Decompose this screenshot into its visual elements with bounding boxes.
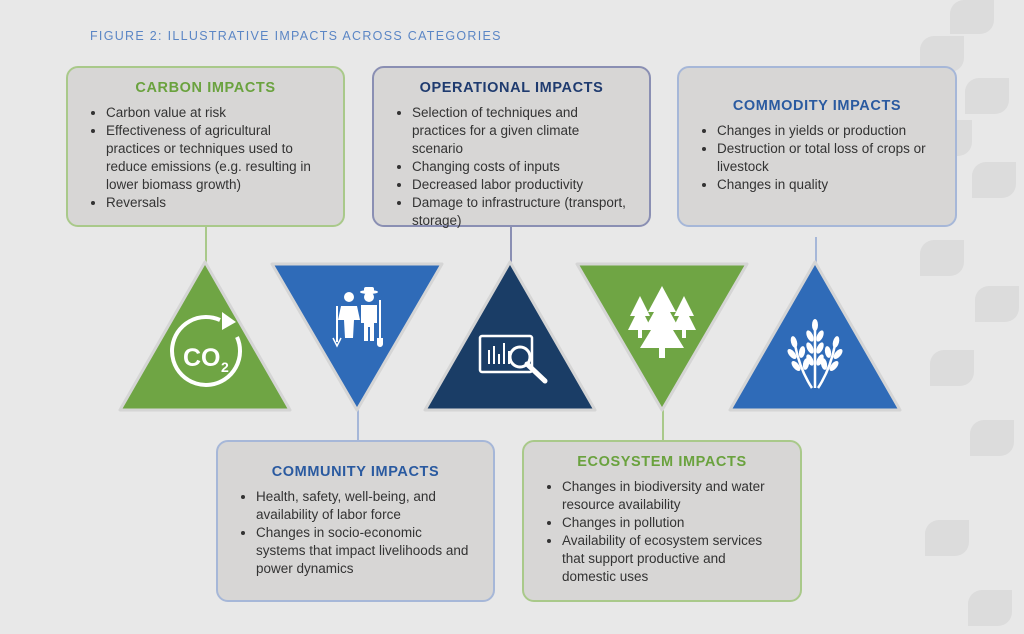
connector-community	[357, 410, 359, 442]
ecosystem-impacts-box: ECOSYSTEM IMPACTS Changes in biodiversit…	[522, 440, 802, 602]
commodity-impacts-title: COMMODITY IMPACTS	[732, 98, 902, 114]
figure-title: FIGURE 2: ILLUSTRATIVE IMPACTS ACROSS CA…	[90, 29, 502, 43]
list-item: Destruction or total loss of crops or li…	[717, 140, 937, 176]
connector-commodity	[815, 237, 817, 267]
wheat-icon	[787, 319, 843, 389]
farmers-icon	[332, 287, 383, 348]
community-impacts-title: COMMUNITY IMPACTS	[271, 464, 440, 480]
monitor-magnifier-icon	[478, 334, 548, 384]
carbon-triangle: CO 2	[118, 260, 292, 412]
list-item: Effectiveness of agricultural practices …	[106, 122, 325, 194]
ecosystem-impacts-title: ECOSYSTEM IMPACTS	[577, 454, 747, 470]
community-impacts-box: COMMUNITY IMPACTS Health, safety, well-b…	[216, 440, 495, 602]
operational-triangle	[423, 260, 597, 412]
list-item: Changes in yields or production	[717, 122, 937, 140]
operational-impacts-title: OPERATIONAL IMPACTS	[419, 80, 604, 96]
carbon-impacts-list: Carbon value at risk Effectiveness of ag…	[86, 104, 325, 212]
commodity-impacts-box: COMMODITY IMPACTS Changes in yields or p…	[677, 66, 957, 227]
carbon-impacts-title: CARBON IMPACTS	[135, 80, 276, 96]
connector-ecosystem	[662, 410, 664, 442]
co2-icon: CO 2	[170, 312, 243, 387]
operational-impacts-list: Selection of techniques and practices fo…	[392, 104, 631, 230]
list-item: Health, safety, well-being, and availabi…	[256, 488, 475, 524]
list-item: Availability of ecosystem services that …	[562, 532, 782, 586]
list-item: Changes in pollution	[562, 514, 782, 532]
list-item: Changes in socio-economic systems that i…	[256, 524, 475, 578]
co2-text: CO	[183, 344, 221, 372]
ecosystem-triangle	[575, 262, 749, 412]
list-item: Selection of techniques and practices fo…	[412, 104, 631, 158]
commodity-triangle	[728, 260, 902, 412]
connector-carbon	[205, 226, 207, 266]
list-item: Carbon value at risk	[106, 104, 325, 122]
operational-impacts-box: OPERATIONAL IMPACTS Selection of techniq…	[372, 66, 651, 230]
community-triangle	[270, 262, 444, 412]
list-item: Changes in quality	[717, 176, 937, 194]
ecosystem-impacts-list: Changes in biodiversity and water resour…	[542, 478, 782, 586]
list-item: Reversals	[106, 194, 325, 212]
connector-operational	[510, 226, 512, 266]
community-impacts-list: Health, safety, well-being, and availabi…	[236, 488, 475, 578]
list-item: Damage to infrastructure (transport, sto…	[412, 194, 631, 230]
commodity-impacts-list: Changes in yields or production Destruct…	[697, 122, 937, 194]
carbon-impacts-box: CARBON IMPACTS Carbon value at risk Effe…	[66, 66, 345, 227]
list-item: Changing costs of inputs	[412, 158, 631, 176]
trees-icon	[628, 286, 696, 358]
list-item: Decreased labor productivity	[412, 176, 631, 194]
co2-subscript: 2	[221, 359, 229, 375]
list-item: Changes in biodiversity and water resour…	[562, 478, 782, 514]
